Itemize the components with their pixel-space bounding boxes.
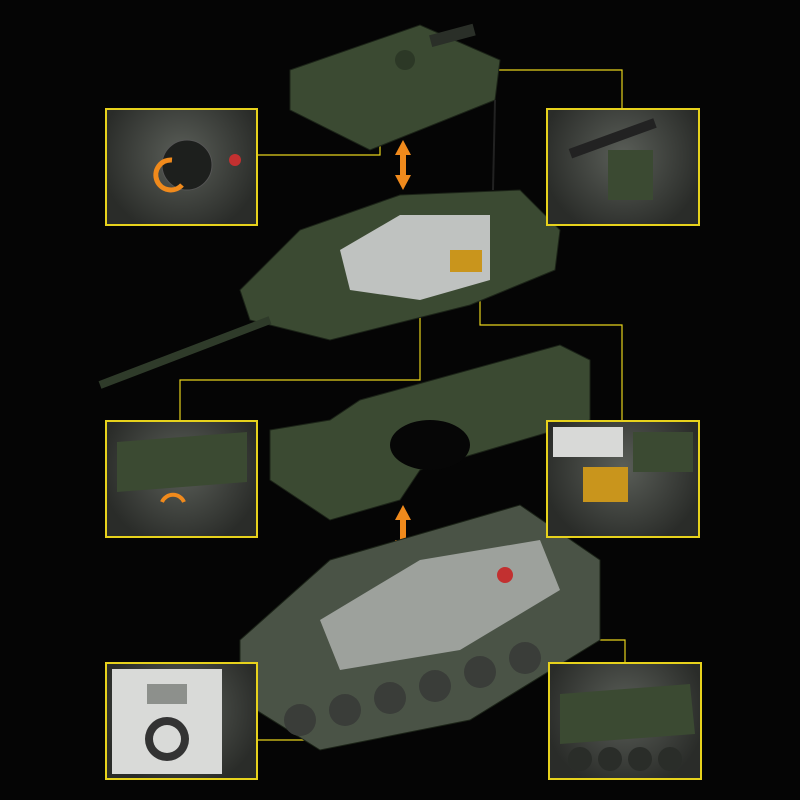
turret-roof-plate [289,24,501,151]
hatch-detail-image [153,139,241,193]
callout-roof-gun-detail [546,108,700,226]
callout-side-detail [548,662,702,780]
ammo-rack [450,250,482,272]
callout-hull-hatch-detail [105,420,258,538]
hull-hatch-detail-image [117,432,247,503]
rotate-arrow-icon [160,492,186,503]
line-mid-left [179,310,421,420]
engine-part-red [497,567,513,583]
line-mid-right [479,295,623,420]
driver-seat-detail-image [112,669,222,774]
antenna [492,99,496,191]
roof-gun-detail-image [568,118,657,200]
roof-gun [429,23,476,47]
callout-ammo-detail [546,420,700,538]
rotate-arrow-icon [153,157,184,193]
callout-hatch-detail [105,108,258,226]
callout-driver-seat-detail [105,662,258,780]
road-wheels [284,642,541,736]
side-detail-image [560,684,695,771]
ammo-detail-image [553,427,693,502]
main-gun-barrel [98,316,272,389]
hatch [395,50,415,70]
up-down-arrow-icon [395,140,411,190]
turret-ring-hole [390,420,470,470]
turret-interior [340,215,490,300]
